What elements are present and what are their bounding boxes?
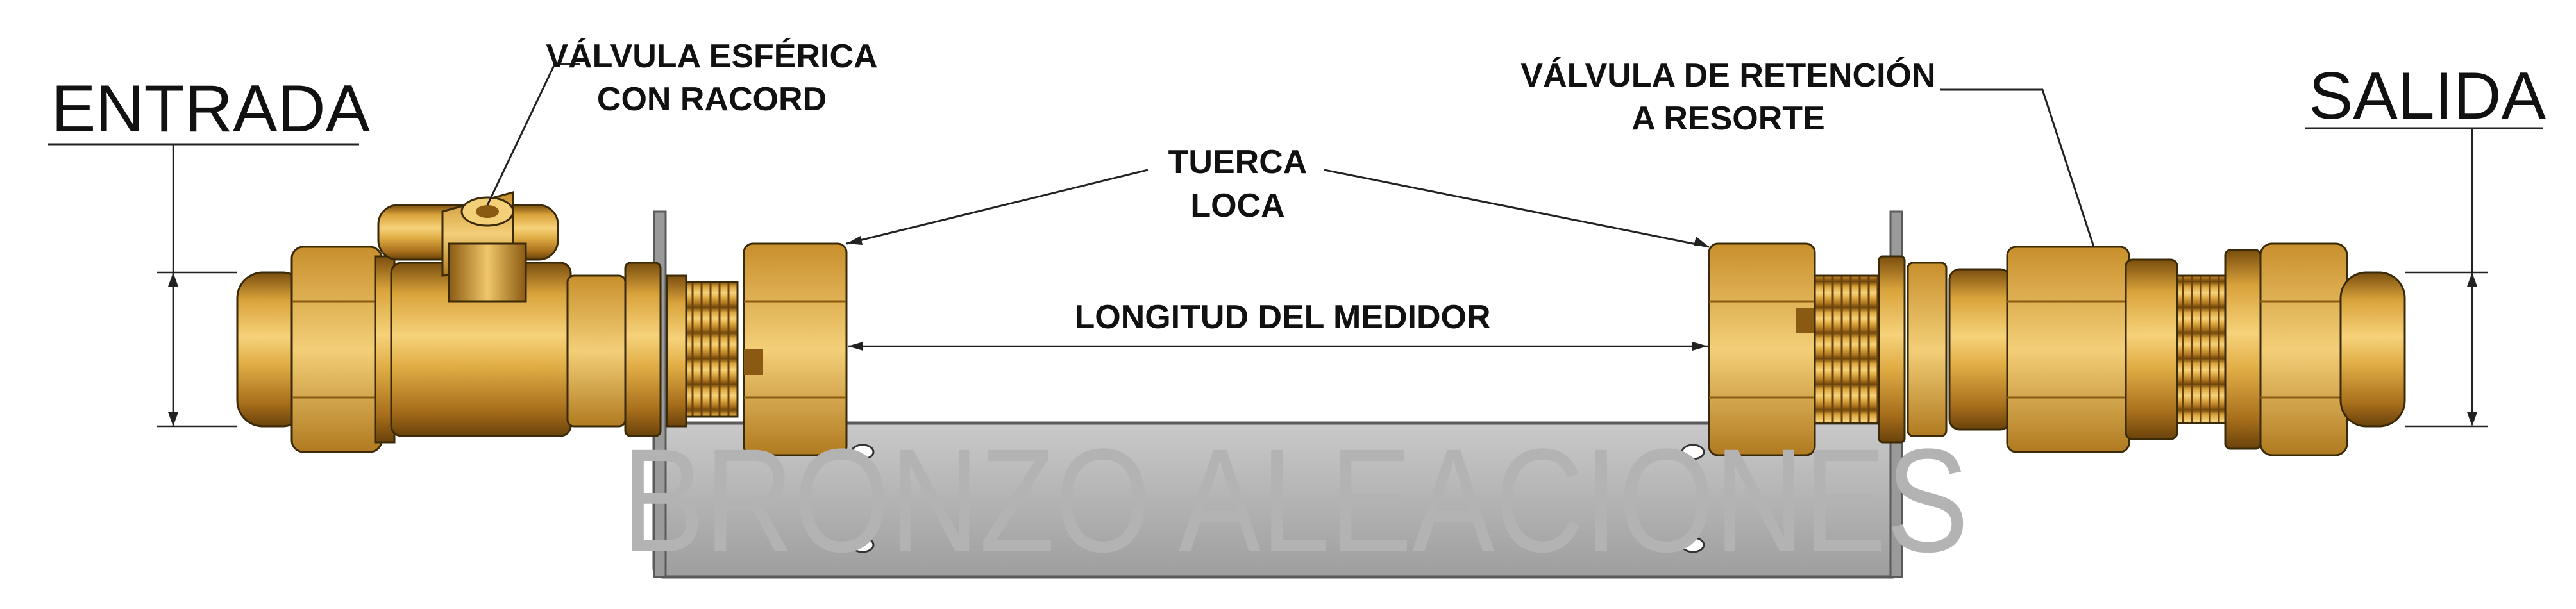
lock-nut-label-line2: LOCA bbox=[1190, 187, 1284, 224]
ball-valve bbox=[377, 191, 687, 437]
outlet-fitting bbox=[2176, 242, 2406, 456]
spring-check-valve bbox=[1948, 246, 2178, 453]
inlet-fitting bbox=[236, 246, 396, 453]
meter-length-dimension bbox=[848, 342, 1708, 351]
inlet-label: ENTRADA bbox=[51, 72, 371, 146]
ball-valve-label-line2: CON RACORD bbox=[597, 81, 827, 118]
bracket-hole bbox=[1681, 537, 1705, 553]
left-lock-nut bbox=[743, 242, 848, 456]
inlet-dimension bbox=[48, 143, 359, 428]
outlet-label: SALIDA bbox=[2309, 59, 2547, 133]
check-valve-label-line2: A RESORTE bbox=[1631, 100, 1824, 137]
bracket-hole bbox=[1681, 444, 1705, 460]
check-valve-label-line1: VÁLVULA DE RETENCIÓN bbox=[1520, 57, 1935, 94]
leader-lines bbox=[486, 63, 2095, 248]
lock-nut-label-line1: TUERCA bbox=[1168, 144, 1308, 181]
meter-length-label: LONGITUD DEL MEDIDOR bbox=[1074, 299, 1490, 336]
ball-valve-label-line1: VÁLVULA ESFÉRICA bbox=[546, 38, 877, 75]
bracket-hole bbox=[850, 444, 875, 460]
watermark: BRONZO ALEACIONES bbox=[622, 418, 1969, 583]
meter-bracket bbox=[652, 210, 1903, 579]
outlet-dimension bbox=[2305, 127, 2543, 428]
left-union-threads bbox=[685, 281, 739, 418]
bracket-hole bbox=[850, 537, 875, 553]
right-union-threads bbox=[1814, 255, 1948, 444]
